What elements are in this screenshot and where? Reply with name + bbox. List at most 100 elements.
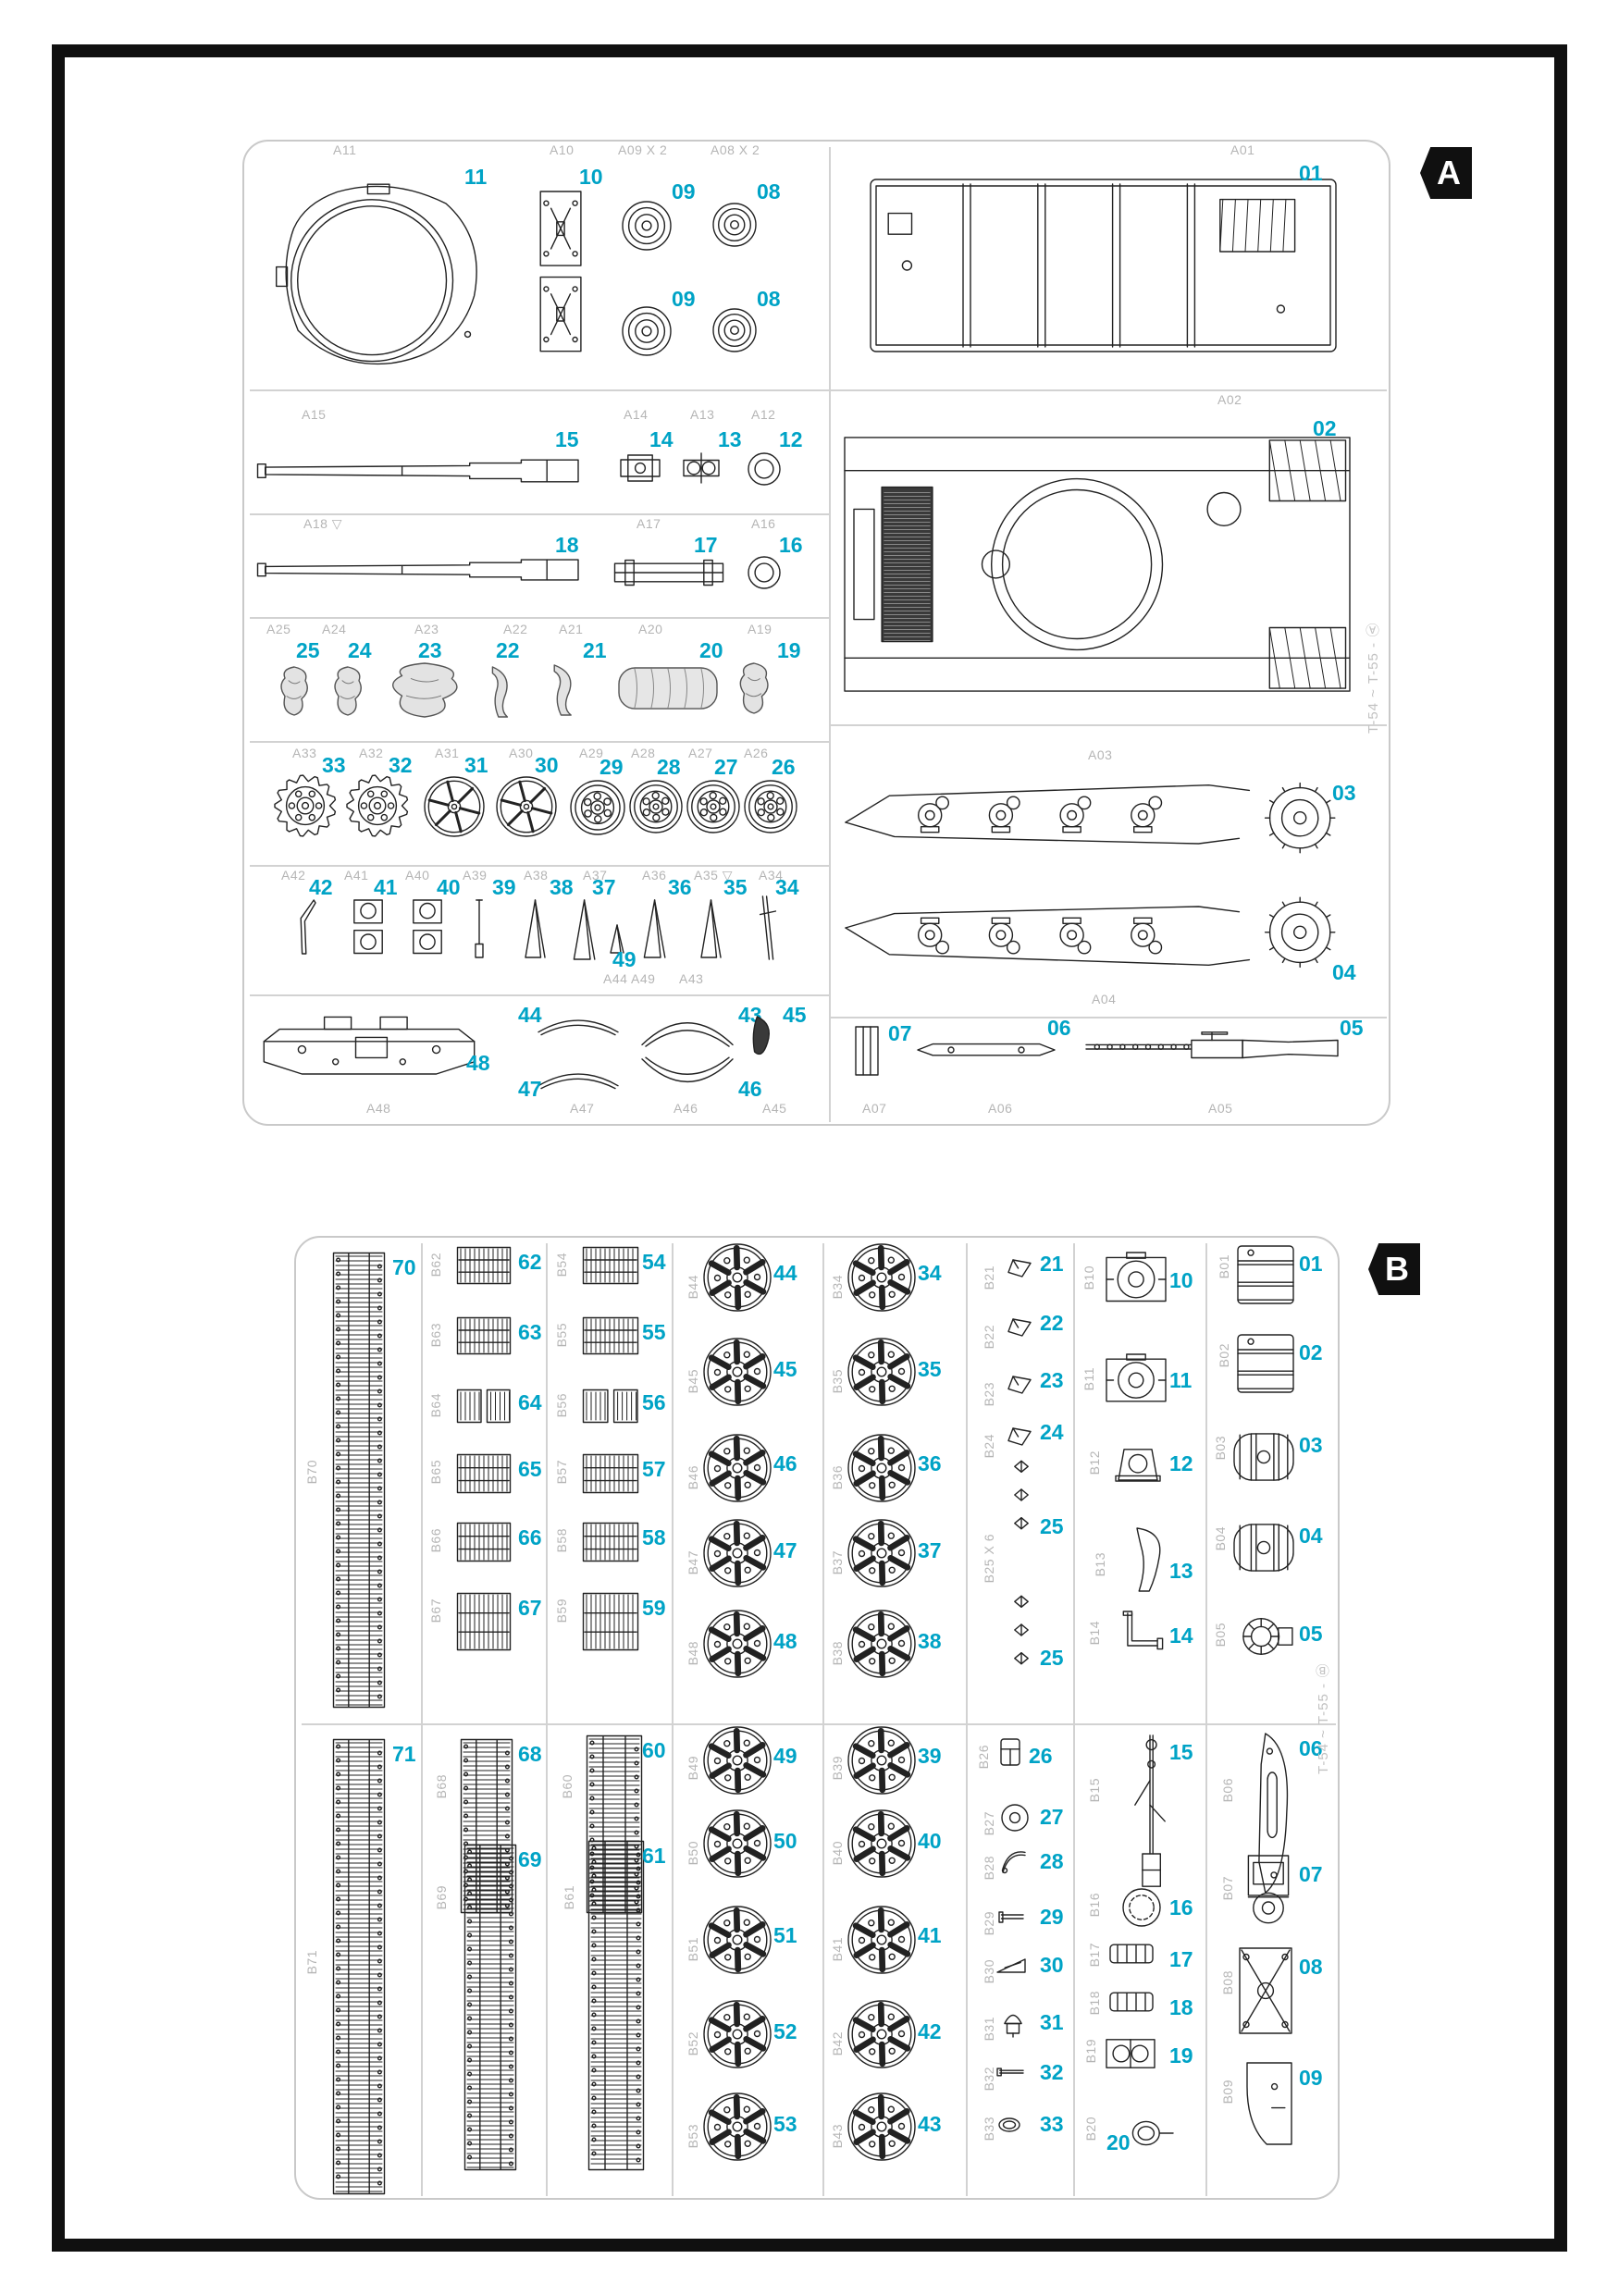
part-number-a49: 49 <box>612 947 636 971</box>
part-number-a30: 30 <box>535 753 559 777</box>
part-a30-drawing <box>496 776 557 837</box>
part-number-b44: 44 <box>773 1261 797 1285</box>
gate-label-b03: B03 <box>1213 1436 1228 1461</box>
part-b09-drawing <box>1243 2061 1295 2146</box>
part-b01-drawing <box>1236 1243 1295 1306</box>
part-number-b40: 40 <box>918 1829 942 1853</box>
gate-label-b62: B62 <box>428 1253 443 1278</box>
part-number-a21: 21 <box>583 638 607 662</box>
part-number-b35: 35 <box>918 1357 942 1381</box>
part-a20-drawing <box>618 661 718 715</box>
part-number-a29: 29 <box>599 755 624 779</box>
part-number-a41: 41 <box>374 875 398 899</box>
part-a01-drawing <box>870 179 1337 352</box>
gate-label-b32: B32 <box>982 2067 996 2092</box>
gate-label-b21: B21 <box>982 1265 996 1290</box>
runner-divider <box>966 1243 968 2196</box>
runner-divider <box>829 147 831 1122</box>
part-number-b25: 25 <box>1040 1514 1064 1538</box>
gate-label-a38: A38 <box>524 868 549 883</box>
part-a47-drawing <box>537 1068 620 1090</box>
part-number-a10: 10 <box>579 165 603 189</box>
part-a40-drawing <box>409 898 446 956</box>
part-number-b69: 69 <box>518 1847 542 1871</box>
gate-label-b65: B65 <box>428 1460 443 1485</box>
gate-label-a22: A22 <box>503 622 528 636</box>
part-a18-drawing <box>256 558 579 582</box>
part-number-a48: 48 <box>466 1051 490 1075</box>
gate-label-b01: B01 <box>1217 1254 1231 1279</box>
part-b03-drawing <box>1232 1426 1295 1487</box>
part-number-a24: 24 <box>348 638 372 662</box>
part-number-b16: 16 <box>1169 1895 1193 1920</box>
part-number-b10: 10 <box>1169 1268 1193 1292</box>
gate-label-a04: A04 <box>1092 992 1117 1006</box>
gate-label-b25-x-6: B25 X 6 <box>982 1534 996 1584</box>
gate-label-b28: B28 <box>982 1856 996 1881</box>
part-a05-drawing <box>1084 1031 1340 1067</box>
part-number-a47: 47 <box>518 1077 542 1101</box>
gate-label-a43: A43 <box>679 971 704 986</box>
part-number-a01: 01 <box>1299 161 1323 185</box>
part-number-b71: 71 <box>392 1742 416 1766</box>
part-number-a40: 40 <box>437 875 461 899</box>
part-a43-drawing <box>638 1013 736 1092</box>
part-b33-drawing <box>997 2117 1021 2133</box>
part-b69-drawing <box>463 1844 517 2171</box>
gate-label-a23: A23 <box>414 622 439 636</box>
gate-label-b70: B70 <box>304 1460 319 1485</box>
part-number-a13: 13 <box>718 427 742 451</box>
part-number-a35: 35 <box>723 875 748 899</box>
runner-divider <box>250 741 829 743</box>
gate-label-b12: B12 <box>1087 1450 1102 1475</box>
gate-label-b39: B39 <box>830 1756 845 1781</box>
part-a04-drawing <box>844 883 1351 972</box>
part-b43-drawing <box>847 2092 916 2161</box>
runner-divider <box>250 513 829 515</box>
gate-label-b06: B06 <box>1220 1778 1235 1803</box>
part-b30-drawing <box>995 1957 1027 1974</box>
gate-label-b68: B68 <box>434 1774 449 1799</box>
gate-label-b18: B18 <box>1087 1991 1102 2016</box>
part-b61-drawing <box>587 1840 645 2171</box>
part-number-b08: 08 <box>1299 1955 1323 1979</box>
runner-divider <box>421 1243 423 2196</box>
gate-label-b37: B37 <box>830 1550 845 1575</box>
gate-label-a12: A12 <box>751 407 776 422</box>
part-number-b57: 57 <box>642 1457 666 1481</box>
gate-label-b23: B23 <box>982 1382 996 1407</box>
runner-divider <box>250 389 829 391</box>
gate-label-a17: A17 <box>636 516 661 531</box>
part-number-b70: 70 <box>392 1255 416 1279</box>
gate-label-b40: B40 <box>830 1841 845 1866</box>
part-b67-drawing <box>456 1592 512 1651</box>
gate-label-b43: B43 <box>830 2124 845 2149</box>
part-number-b36: 36 <box>918 1451 942 1475</box>
part-number-a39: 39 <box>492 875 516 899</box>
part-number-b29: 29 <box>1040 1905 1064 1929</box>
part-b20-drawing <box>1131 2117 1175 2150</box>
gate-label-b02: B02 <box>1217 1343 1231 1368</box>
part-a34-drawing <box>755 895 781 961</box>
runner-divider <box>1073 1243 1075 2196</box>
part-number-b01: 01 <box>1299 1252 1323 1276</box>
part-number-b41: 41 <box>918 1923 942 1947</box>
gate-label-a29: A29 <box>579 746 604 760</box>
part-a24-drawing <box>329 665 366 717</box>
gate-label-b04: B04 <box>1213 1526 1228 1551</box>
part-number-a08: 08 <box>757 287 781 311</box>
part-number-b64: 64 <box>518 1390 542 1414</box>
gate-label-b22: B22 <box>982 1325 996 1350</box>
part-b64-drawing <box>456 1389 511 1424</box>
part-b06-drawing <box>1253 1732 1295 1895</box>
part-number-a22: 22 <box>496 638 520 662</box>
gate-label-b41: B41 <box>830 1937 845 1962</box>
part-number-b05: 05 <box>1299 1622 1323 1646</box>
part-number-a25: 25 <box>296 638 320 662</box>
part-number-a28: 28 <box>657 755 681 779</box>
gate-label-b14: B14 <box>1087 1621 1102 1646</box>
part-number-a23: 23 <box>418 638 442 662</box>
part-b40-drawing <box>847 1809 916 1878</box>
